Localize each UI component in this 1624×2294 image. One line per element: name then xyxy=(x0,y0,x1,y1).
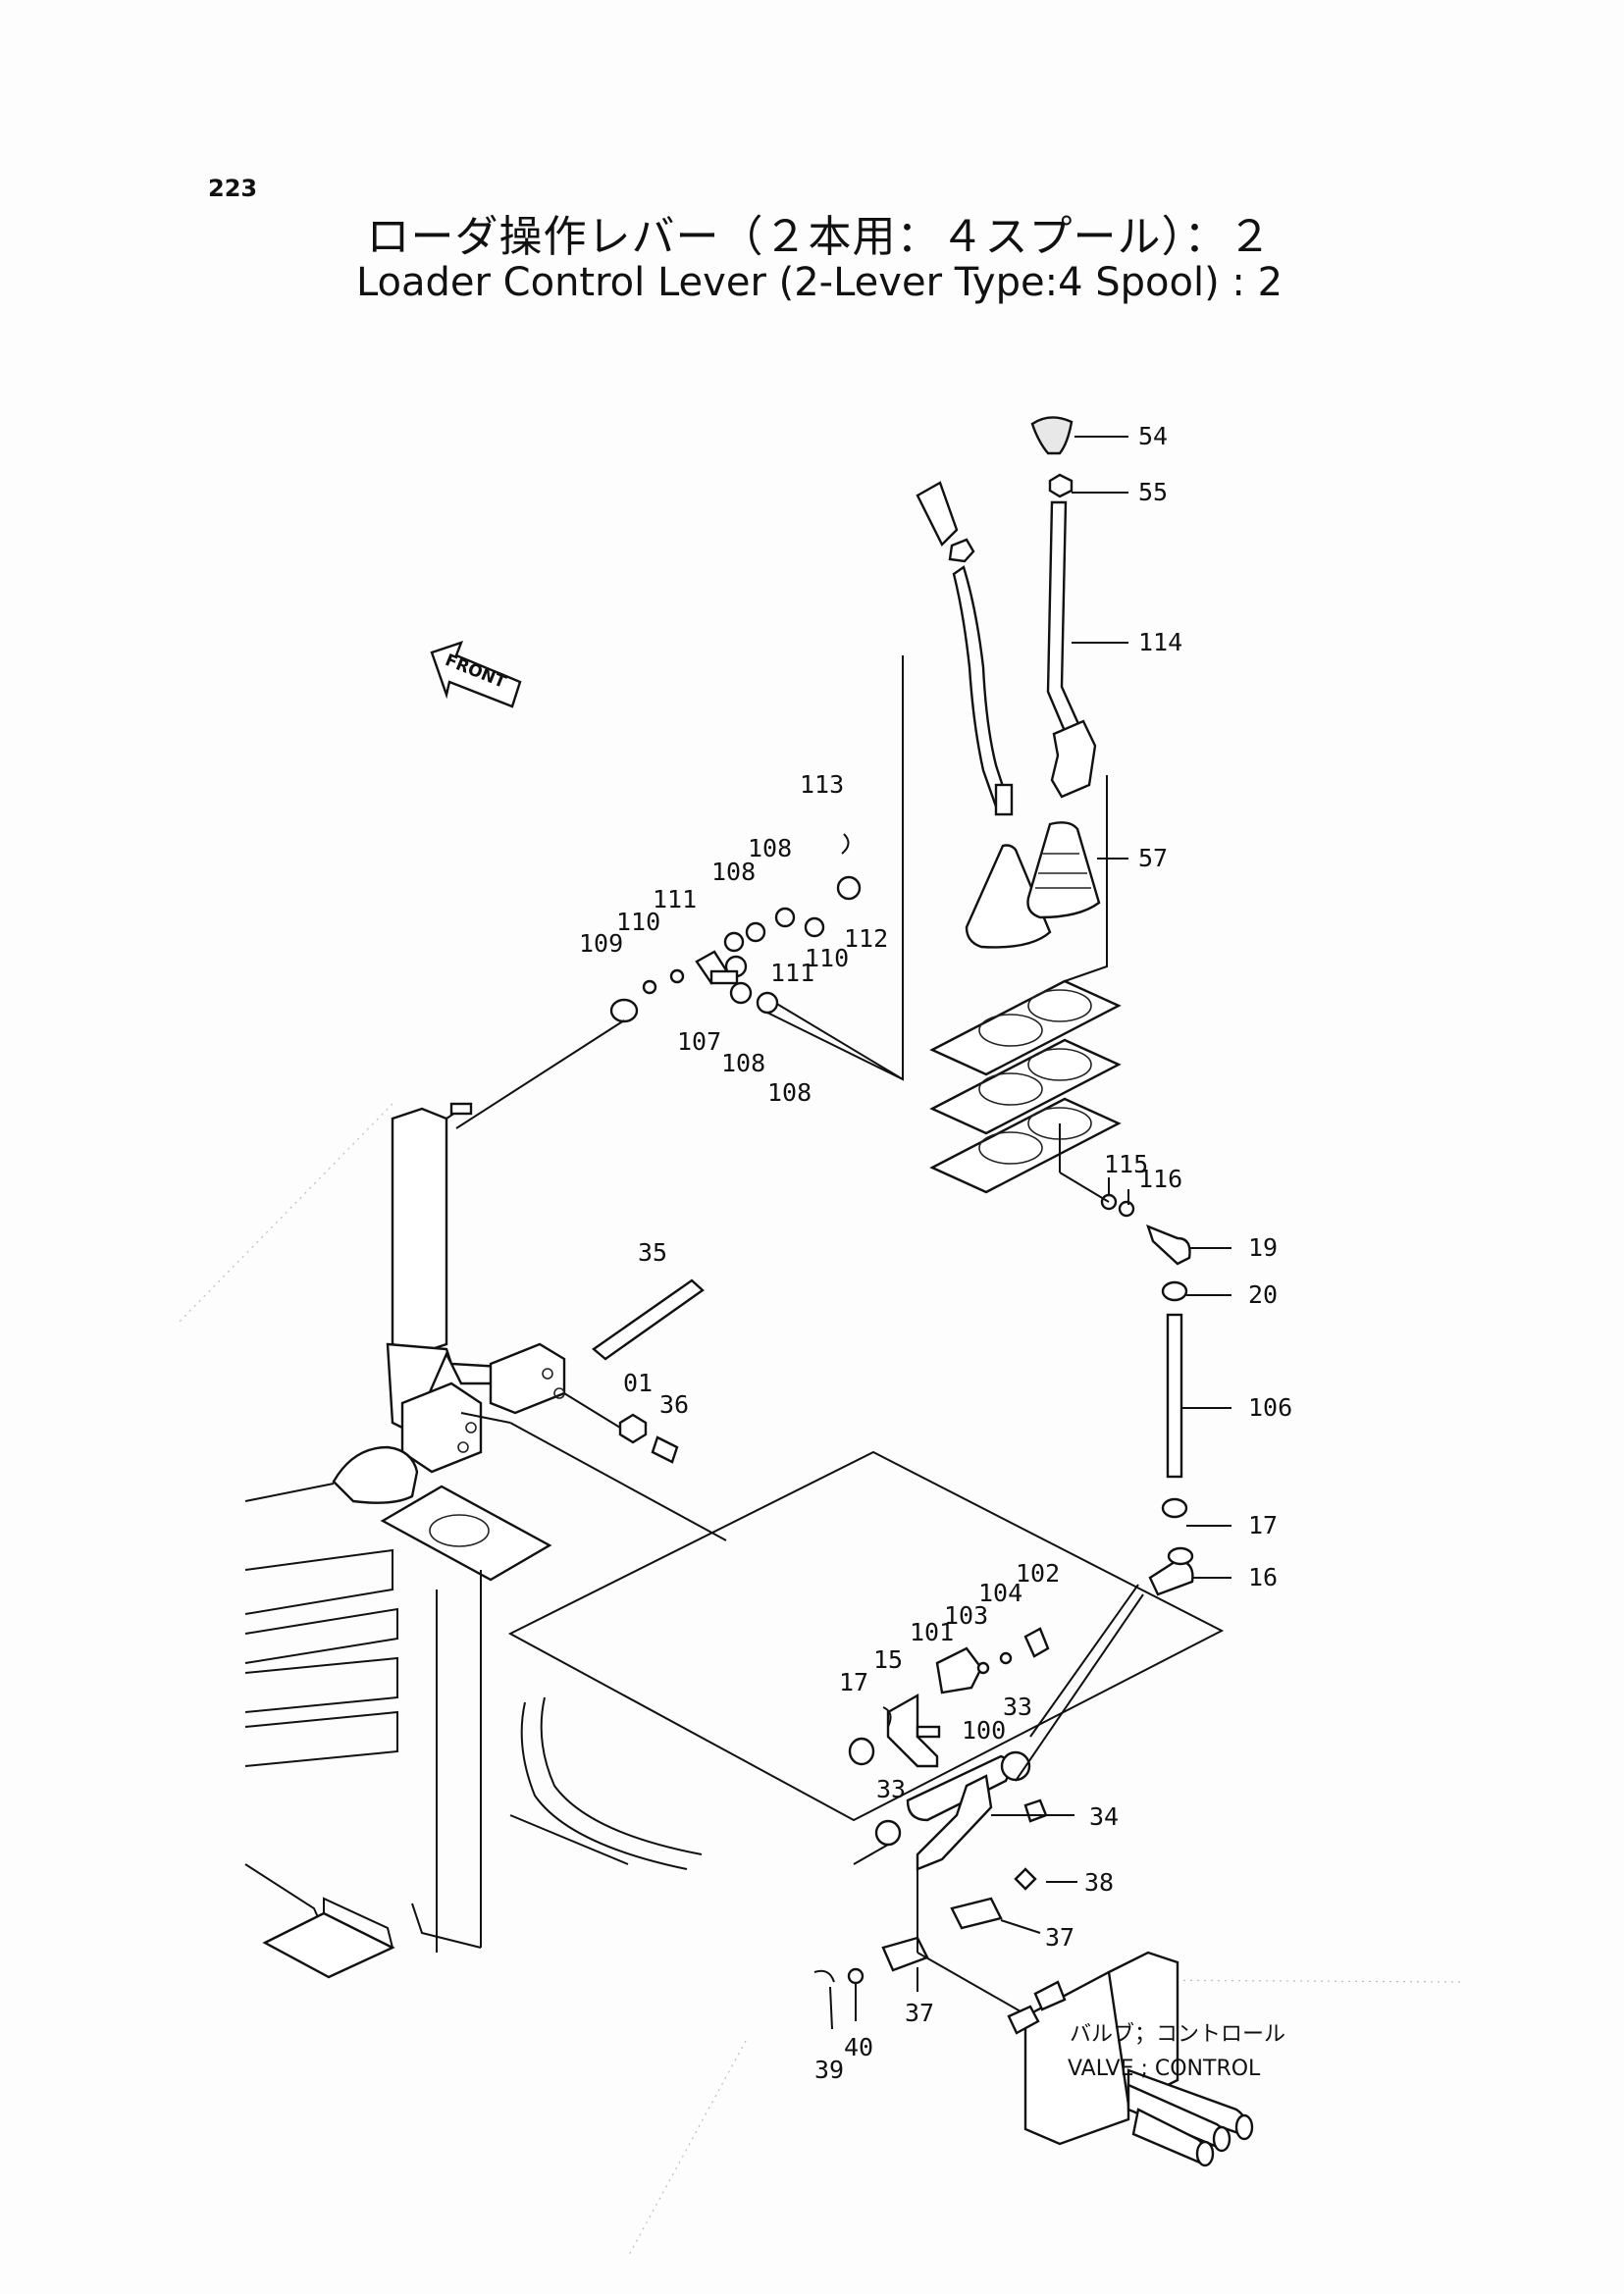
callout-54: 54 xyxy=(1138,422,1168,450)
left-lever-assembly xyxy=(916,481,1014,816)
callout-101: 101 xyxy=(910,1618,954,1646)
small-parts-cluster xyxy=(455,833,904,1129)
callout-113: 113 xyxy=(800,770,844,799)
callout-112: 112 xyxy=(844,924,888,953)
callout-33-left: 33 xyxy=(876,1775,906,1803)
support-tower xyxy=(386,1102,566,1474)
valve-label: バルブ；コントロール VALVE ; CONTROL xyxy=(1068,2022,1285,2081)
rubber-boots xyxy=(965,821,1101,949)
callout-37-bottom: 37 xyxy=(905,1999,934,2027)
callout-01: 01 xyxy=(623,1369,653,1397)
callout-39: 39 xyxy=(814,2056,844,2084)
valve-label-english: VALVE ; CONTROL xyxy=(1068,2057,1261,2081)
callout-110-left: 110 xyxy=(616,908,660,936)
callout-17-left: 17 xyxy=(839,1668,868,1696)
callout-35: 35 xyxy=(638,1238,667,1267)
callout-116: 116 xyxy=(1138,1165,1182,1193)
title-japanese: ローダ操作レバー（２本用：４スプール）：２ xyxy=(366,212,1273,262)
callout-111-right: 111 xyxy=(770,959,814,987)
callout-33-right: 33 xyxy=(1003,1693,1032,1721)
right-lever-assembly xyxy=(1030,416,1097,799)
valve-label-japanese: バルブ；コントロール xyxy=(1070,2022,1285,2047)
callout-114: 114 xyxy=(1138,628,1182,656)
front-direction-arrow: FRONT xyxy=(430,641,522,708)
callout-102: 102 xyxy=(1016,1559,1060,1588)
callout-36: 36 xyxy=(659,1390,689,1419)
plates-stack xyxy=(929,979,1122,1194)
callout-107: 107 xyxy=(677,1027,721,1056)
callout-109: 109 xyxy=(579,929,623,958)
callout-34: 34 xyxy=(1089,1802,1119,1831)
page-number: 223 xyxy=(208,175,258,202)
callout-leader-lines xyxy=(829,436,1231,2030)
control-valve xyxy=(1007,1951,1254,2167)
callout-55: 55 xyxy=(1138,478,1168,506)
callout-17-right: 17 xyxy=(1248,1511,1278,1539)
callout-110-right: 110 xyxy=(805,944,849,972)
callout-37-right: 37 xyxy=(1045,1923,1074,1952)
callout-40: 40 xyxy=(844,2033,873,2061)
callout-111-left: 111 xyxy=(653,885,697,913)
callout-103: 103 xyxy=(944,1601,988,1630)
callout-19: 19 xyxy=(1248,1233,1278,1262)
callout-106: 106 xyxy=(1248,1393,1292,1422)
callout-numbers: 54 55 114 57 113 108 108 112 111 110 111… xyxy=(579,422,1292,2084)
callout-108-bottom-left: 108 xyxy=(721,1049,765,1077)
pin-and-bolts xyxy=(563,1278,705,1464)
callout-108-top-left: 108 xyxy=(711,858,756,886)
callout-115: 115 xyxy=(1104,1150,1148,1178)
callout-38: 38 xyxy=(1084,1868,1114,1897)
title-english: Loader Control Lever (2-Lever Type:4 Spo… xyxy=(355,260,1283,305)
callout-100: 100 xyxy=(962,1716,1006,1745)
callout-15: 15 xyxy=(873,1645,903,1674)
callout-104: 104 xyxy=(978,1579,1022,1607)
linkage-rod-assembly xyxy=(1029,1123,1194,1738)
floor-plate xyxy=(244,1412,1225,1979)
callout-108-bottom-right: 108 xyxy=(767,1078,812,1107)
callout-16: 16 xyxy=(1248,1563,1278,1591)
scan-guide-lines xyxy=(176,1103,1463,2258)
callout-57: 57 xyxy=(1138,844,1168,872)
callout-108-top-right: 108 xyxy=(748,834,792,862)
callout-20: 20 xyxy=(1248,1280,1278,1309)
